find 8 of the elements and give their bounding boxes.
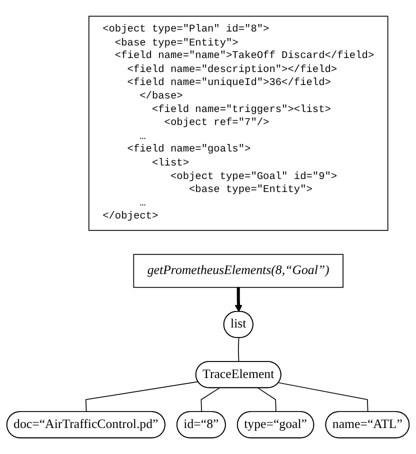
arrow [234,287,242,312]
connector [200,388,220,412]
node-box: <object type="Plan" id="8"> <base type="Entity"> <field name="name">TakeOff Discard</field> <field name="description"></field> <field name="uniqueId">36</field> </base> <field name="triggers"><list> <object ref="7"/> … <field name="goals"> <list> <object type="Goal" id="9"> <base type="Entity"> … </object> [88,16,388,231]
connector [85,381,199,412]
node-box: getPrometheusElements(8,“Goal”) [133,254,344,288]
connector [278,382,368,412]
connector [238,338,240,362]
connector [258,388,276,412]
